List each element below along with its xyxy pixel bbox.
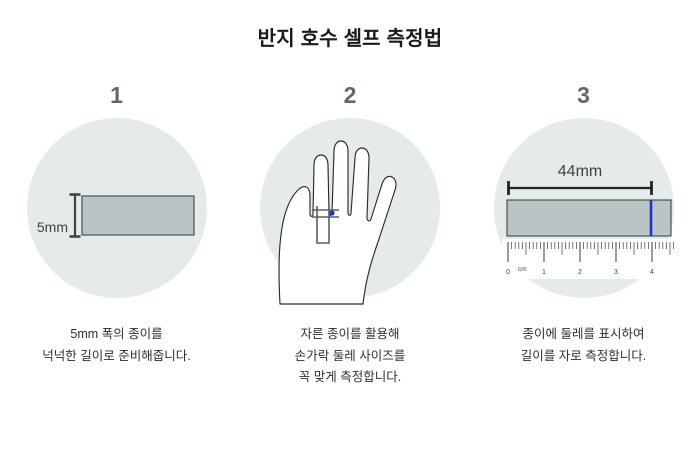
step-3-illustration: 44mm 0 1 2 3 4 cm — [493, 118, 678, 298]
ruler-unit-label: cm — [518, 266, 527, 273]
ruler-tick-label: 2 — [578, 269, 582, 276]
ruler-tick-label: 1 — [542, 269, 546, 276]
page-title: 반지 호수 셀프 측정법 — [257, 28, 443, 50]
step-1: 1 5mm 5mm 폭의 종이를 넉넉한 길이로 준비해줍니다. — [0, 84, 233, 424]
ruler-tick-label: 4 — [650, 269, 654, 276]
step-1-illustration: 5mm — [26, 118, 207, 298]
ruler-tick-label: 3 — [614, 269, 618, 276]
hand-outline-icon — [278, 140, 397, 305]
ruler-tick-label: 0 — [506, 269, 510, 276]
step-2-number: 2 — [343, 82, 357, 108]
measured-paper-strip — [505, 199, 672, 237]
steps-container: 1 5mm 5mm 폭의 종이를 넉넉한 길이로 준비해줍니다. 2 — [0, 84, 700, 424]
ruler-tick-labels: 0 1 2 3 4 — [506, 269, 654, 276]
step-1-number: 1 — [110, 82, 123, 108]
step-3: 3 44mm 0 1 2 3 4 cm — [467, 84, 700, 424]
step-3-caption: 종이에 둘레를 표시하여 길이를 자로 측정합니다. — [520, 327, 647, 363]
step-2-illustration — [260, 118, 440, 305]
length-label: 44mm — [557, 163, 601, 180]
ruler-ticks — [506, 242, 674, 262]
paper-strip-shape — [80, 195, 195, 236]
paper-strip-on-finger — [312, 206, 339, 244]
step-3-number: 3 — [577, 82, 590, 108]
step-2: 2 자른 종이를 활용해 손가락 둘레 사이즈를 꼭 맞게 측정합니다. — [234, 84, 467, 424]
width-label: 5mm — [36, 219, 67, 235]
step-2-caption: 자른 종이를 활용해 손가락 둘레 사이즈를 꼭 맞게 측정합니다. — [294, 327, 406, 384]
width-dimension-marker — [69, 193, 80, 238]
length-dimension-marker — [506, 181, 653, 195]
measure-mark-icon — [329, 210, 335, 216]
step-1-caption: 5mm 폭의 종이를 넉넉한 길이로 준비해줍니다. — [42, 327, 191, 363]
